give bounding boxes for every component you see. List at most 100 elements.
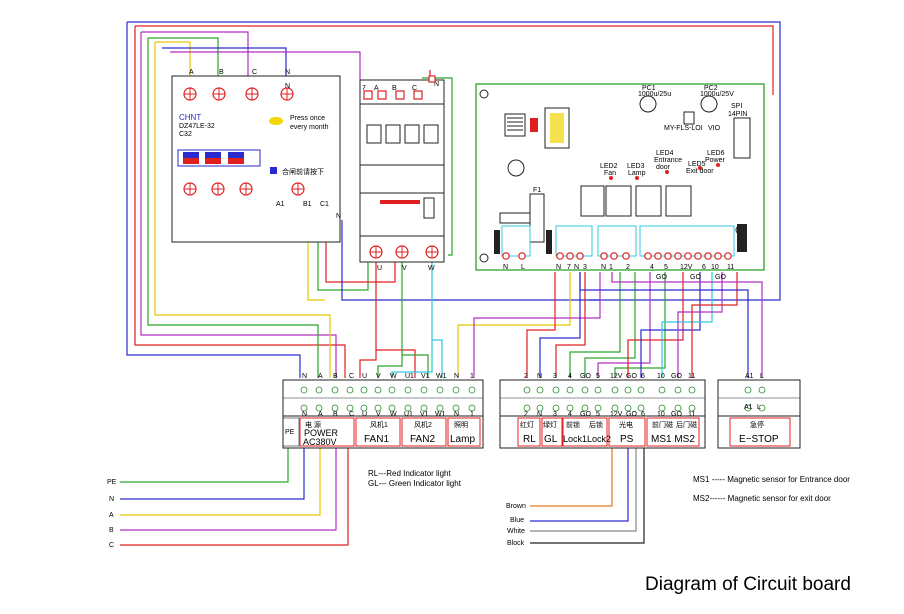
test-button-icon[interactable] <box>269 117 283 125</box>
power-label: POWER <box>304 428 339 438</box>
control-pcb: PC1 1000u/25u PC2 1000u/25V MY-FLS-LOI V… <box>475 83 765 281</box>
strip-label-u1: U1 <box>405 373 414 380</box>
supply-b: B <box>109 527 114 534</box>
mid-label-10-b: 10 <box>657 411 665 418</box>
mid-label-6: 6 <box>641 373 645 380</box>
estop-cn: 急停 <box>750 420 764 429</box>
lock-label: Lock1Lock2 <box>563 434 611 444</box>
wire-blue: Blue <box>510 517 524 524</box>
breaker-label-n: N <box>285 69 290 76</box>
mid-label-go2-b: GO <box>626 411 637 418</box>
estop-label-l-b: L <box>757 404 761 411</box>
strip-label-w: W <box>390 373 397 380</box>
contactor-label-u: U <box>377 265 382 272</box>
left-terminal-labels-bottom: N A B C U V W U1 V1 W1 N 1 <box>302 411 474 418</box>
breaker-bottom-screws <box>183 182 305 196</box>
breaker-label-n2: N <box>285 83 290 90</box>
breaker-label-c: C <box>252 69 257 76</box>
power-voltage: AC380V <box>303 437 337 447</box>
press-note-1: Press once <box>290 115 325 122</box>
contactor-label-v: V <box>402 265 407 272</box>
mid-label-11: 11 <box>688 373 695 380</box>
estop-label-l: L <box>760 373 764 380</box>
strip-label-b-b: B <box>333 411 338 418</box>
mid-label-go2: GO <box>626 373 637 380</box>
strip-label-n-b: N <box>302 411 307 418</box>
breaker-model: DZ47LE-32 <box>179 123 215 130</box>
strip-label-n: N <box>302 373 307 380</box>
mid-label-12v: 12V <box>610 373 623 380</box>
estop-label: E−STOP <box>739 434 779 445</box>
mid-label-2: 2 <box>524 373 528 380</box>
strip-label-w-b: W <box>390 411 397 418</box>
contactor-label-a: A <box>374 85 379 92</box>
breaker-out-c1: C1 <box>320 201 329 208</box>
strip-label-v: V <box>376 373 381 380</box>
led4-label: LED4 <box>656 150 674 157</box>
strip-label-v1: V1 <box>421 373 430 380</box>
led2-function: Fan <box>604 170 616 177</box>
mid-label-2-b: 2 <box>524 411 528 418</box>
sensor-wire-labels: Brown Blue White Block <box>506 503 526 547</box>
ps-label: PS <box>620 434 634 445</box>
strip-label-lamp-n-b: N <box>454 411 459 418</box>
lock2-cn: 后锁 <box>589 420 603 429</box>
breaker-top-screws <box>183 87 294 101</box>
led5-label: LED5 <box>688 161 706 168</box>
strip-label-u: U <box>362 373 367 380</box>
gl-cn: 绿灯 <box>543 420 557 429</box>
mid-label-go3: GO <box>671 373 682 380</box>
legend-gl: GL--- Green Indicator light <box>368 479 462 488</box>
pcb-go-2: GO <box>690 274 701 281</box>
breaker-toggle-row[interactable] <box>177 149 261 167</box>
mid-label-6-b: 6 <box>641 411 645 418</box>
mid-terminal-labels-bottom: 2 N 3 4 GO 5 12V GO 6 10 GO 11 <box>524 411 695 418</box>
contactor-label-n: N <box>434 81 439 88</box>
led3-label: LED3 <box>627 163 645 170</box>
ms2-cn: 后门磁 <box>676 420 697 429</box>
led3-icon <box>635 176 639 180</box>
mid-label-5: 5 <box>596 373 600 380</box>
pcb-term-5: 5 <box>664 264 668 271</box>
close-note: 合闸前请按下 <box>282 167 324 176</box>
press-note-2: every month <box>290 124 329 131</box>
lock1-cn: 前锁 <box>566 420 580 429</box>
led6-label: LED6 <box>707 150 725 157</box>
pcb-term-n2: N <box>556 264 561 271</box>
legend-ms1: MS1 ----- Magnetic sensor for Entrance d… <box>693 475 850 484</box>
pcb-term-4: 4 <box>650 264 654 271</box>
spi-pins: 14PIN <box>728 111 747 118</box>
strip-label-v1-b: V1 <box>420 411 429 418</box>
rl-label: RL <box>523 434 536 445</box>
pc1-value: 1000u/25u <box>638 91 671 98</box>
led5-icon <box>698 166 702 170</box>
mid-label-n: N <box>537 373 542 380</box>
mid-label-5-b: 5 <box>596 411 600 418</box>
mid-label-n-b: N <box>537 411 542 418</box>
ms-label: MS1 MS2 <box>651 434 695 445</box>
pcb-term-n1: N <box>503 264 508 271</box>
contactor-label-7: 7 <box>362 85 366 92</box>
strip-label-a-b: A <box>318 411 323 418</box>
contactor-label-b: B <box>392 85 397 92</box>
mid-label-4-b: 4 <box>568 411 572 418</box>
wire-block: Block <box>507 540 525 547</box>
close-indicator-icon <box>270 167 277 174</box>
pcb-term-l: L <box>521 264 525 271</box>
strip-label-lamp-n: N <box>454 373 459 380</box>
legend-ms2: MS2------ Magnetic sensor for exit door <box>693 494 831 503</box>
lamp-label: Lamp <box>450 434 475 445</box>
pcb-go-1: GO <box>656 274 667 281</box>
breaker-label-a: A <box>189 69 194 76</box>
led2-label: LED2 <box>600 163 618 170</box>
fuse-label: F1 <box>533 187 541 194</box>
pcb-terminal-labels: N L N 7 N 3 N 1 2 4 5 12V 6 10 11 GO GO … <box>503 264 734 281</box>
pcb-term-11: 11 <box>727 264 734 271</box>
led6-icon <box>716 163 720 167</box>
pcb-term-1: 1 <box>609 264 613 271</box>
mid-label-10: 10 <box>657 373 665 380</box>
pcb-term-7: 7 <box>567 264 571 271</box>
fan1-cn: 风机1 <box>370 420 388 429</box>
breaker-out-a1: A1 <box>276 201 285 208</box>
